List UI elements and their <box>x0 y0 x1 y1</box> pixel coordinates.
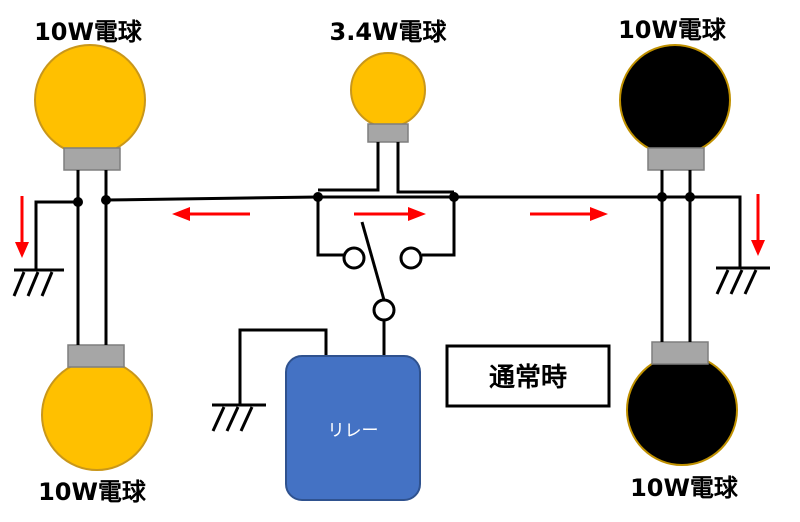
switch-common-contact <box>372 298 396 322</box>
ground-symbol-right <box>715 266 770 295</box>
switch-contact-right <box>399 246 423 270</box>
ground-symbol-relay <box>211 403 266 432</box>
label-bulb-top-right: 10W電球 <box>618 16 727 44</box>
bulb-top-right <box>619 44 731 171</box>
bulb-top-center-globe <box>350 52 426 128</box>
bulb-bottom-right-globe <box>626 354 738 466</box>
relay-box <box>285 355 421 501</box>
junction-dot <box>313 192 323 202</box>
current-arrow-right-down <box>751 194 765 256</box>
bulb-bottom-right-socket <box>651 341 709 365</box>
current-arrow-right <box>530 207 608 221</box>
current-arrow-left-down <box>15 196 29 258</box>
bulb-top-center <box>350 52 426 143</box>
current-arrow-center <box>354 207 426 221</box>
bulb-bottom-left-socket <box>67 344 125 368</box>
wire <box>396 142 454 194</box>
bulb-top-center-socket <box>367 123 409 143</box>
state-label: 通常時 <box>489 363 567 393</box>
wire <box>238 328 328 405</box>
wire <box>34 200 78 270</box>
ground-symbol-left <box>12 268 64 297</box>
wire <box>105 195 662 202</box>
state-box <box>445 344 611 408</box>
bulb-bottom-left <box>41 344 153 471</box>
relay-label: リレー <box>328 421 379 441</box>
junction-dot <box>73 197 83 207</box>
bulb-top-right-globe <box>619 44 731 156</box>
switch-contact-left <box>342 246 366 270</box>
label-bulb-top-center: 3.4W電球 <box>330 18 448 46</box>
bulb-top-left-socket <box>63 147 121 171</box>
junction-dot <box>449 192 459 202</box>
wire <box>318 142 380 192</box>
label-bulb-top-left: 10W電球 <box>34 18 143 46</box>
label-bulb-bottom-right: 10W電球 <box>630 474 739 502</box>
wire <box>690 195 742 268</box>
label-bulb-bottom-left: 10W電球 <box>38 478 147 506</box>
bulb-top-left <box>34 44 146 171</box>
bulb-top-left-globe <box>34 44 146 156</box>
bulb-bottom-right <box>626 341 738 466</box>
junction-dot <box>685 192 695 202</box>
switch-arm <box>360 221 386 301</box>
current-arrow-left <box>172 207 250 221</box>
junction-dot <box>657 192 667 202</box>
wire <box>422 197 456 257</box>
wire <box>316 197 344 257</box>
bulb-top-right-socket <box>647 147 705 171</box>
bulb-bottom-left-globe <box>41 359 153 471</box>
